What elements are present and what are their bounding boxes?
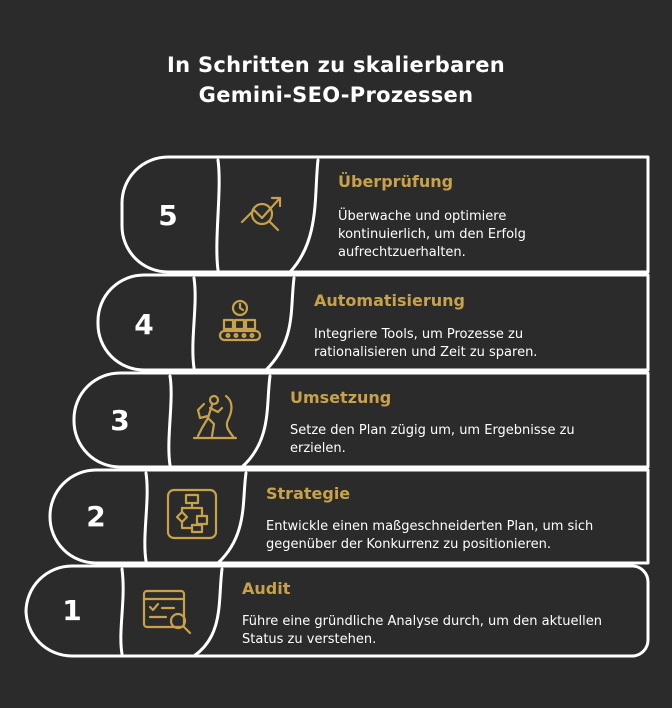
- clock-conveyor-icon: [212, 294, 268, 350]
- checklist-search-icon: [140, 583, 196, 639]
- step-4-title: Automatisierung: [314, 291, 465, 310]
- climber-icon: [188, 390, 244, 446]
- title-line-1: In Schritten zu skalierbaren: [166, 53, 505, 77]
- step-3-number: 3: [110, 404, 130, 437]
- step-2-title: Strategie: [266, 484, 351, 503]
- diagram-title: In Schritten zu skalierbaren Gemini-SEO-…: [0, 50, 672, 110]
- step-4-number: 4: [134, 308, 154, 341]
- flowchart-icon: [164, 486, 220, 542]
- step-2-number: 2: [86, 500, 106, 533]
- step-1-title: Audit: [242, 579, 291, 598]
- step-1-description: Führe eine gründliche Analyse durch, um …: [242, 614, 602, 647]
- magnifier-trend-icon: [236, 186, 292, 242]
- step-5-number: 5: [158, 199, 178, 232]
- step-1-number: 1: [62, 594, 82, 627]
- step-3-description: Setze den Plan zügig um, um Ergebnisse z…: [290, 423, 575, 456]
- step-2-description: Entwickle einen maßgeschneiderten Plan, …: [266, 519, 594, 552]
- step-3-title: Umsetzung: [290, 388, 392, 407]
- title-line-2: Gemini-SEO-Prozessen: [198, 83, 474, 107]
- step-5-title: Überprüfung: [338, 172, 454, 191]
- step-4-description: Integriere Tools, um Prozesse zu rationa…: [314, 327, 538, 360]
- step-5-description: Überwache und optimiere kontinuierlich, …: [338, 209, 526, 260]
